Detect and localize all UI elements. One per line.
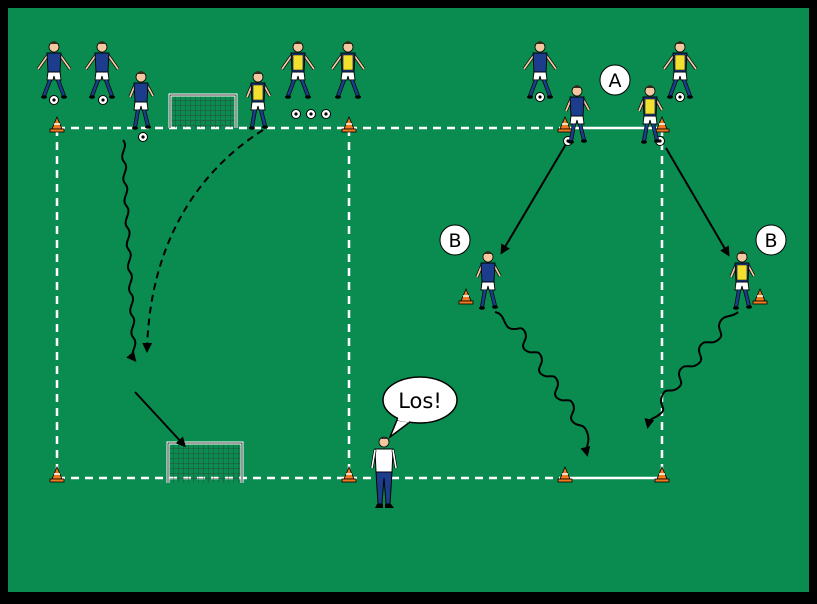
cone — [49, 115, 65, 133]
label-b-right-text: B — [764, 230, 777, 252]
cones — [49, 115, 768, 483]
speech-text: Los! — [398, 389, 442, 413]
coach — [370, 436, 398, 508]
ball — [138, 132, 148, 142]
label-a: A — [599, 64, 631, 96]
player-yellow — [330, 41, 366, 99]
goal-top — [168, 93, 238, 128]
cone — [341, 115, 357, 133]
pass-arrow-dashed — [142, 129, 264, 353]
player-yellow — [637, 85, 664, 144]
ball — [535, 92, 545, 102]
run-arrow-right — [665, 147, 730, 257]
player-yellow — [662, 41, 698, 99]
dribble-arrow-b-left — [494, 311, 591, 457]
ball — [306, 109, 316, 119]
label-b-right: B — [755, 224, 787, 256]
dribble-arrow-b-right — [644, 311, 739, 429]
player-blue — [36, 41, 72, 99]
ball — [291, 109, 301, 119]
run-arrow-left — [500, 143, 567, 255]
player-blue — [564, 85, 591, 144]
cone — [341, 465, 357, 483]
cone — [49, 465, 65, 483]
player-blue — [475, 251, 502, 310]
player-yellow — [280, 41, 316, 99]
cone — [752, 287, 768, 305]
shot-arrow — [134, 391, 187, 448]
label-a-text: A — [609, 70, 622, 92]
cone — [654, 465, 670, 483]
ball — [98, 95, 108, 105]
player-blue — [128, 71, 155, 130]
dribble-arrow — [121, 139, 137, 363]
ball — [675, 92, 685, 102]
arrows — [121, 129, 739, 457]
speech-bubble: Los! — [382, 376, 458, 440]
player-blue — [84, 41, 120, 99]
player-yellow — [729, 251, 756, 310]
cone — [458, 287, 474, 305]
label-b-left-text: B — [448, 230, 461, 252]
players — [36, 41, 756, 310]
player-yellow — [245, 71, 272, 130]
cone — [557, 465, 573, 483]
label-b-left: B — [439, 224, 471, 256]
ball — [49, 95, 59, 105]
player-blue — [522, 41, 558, 99]
goal-bottom — [166, 441, 244, 483]
ball — [321, 109, 331, 119]
